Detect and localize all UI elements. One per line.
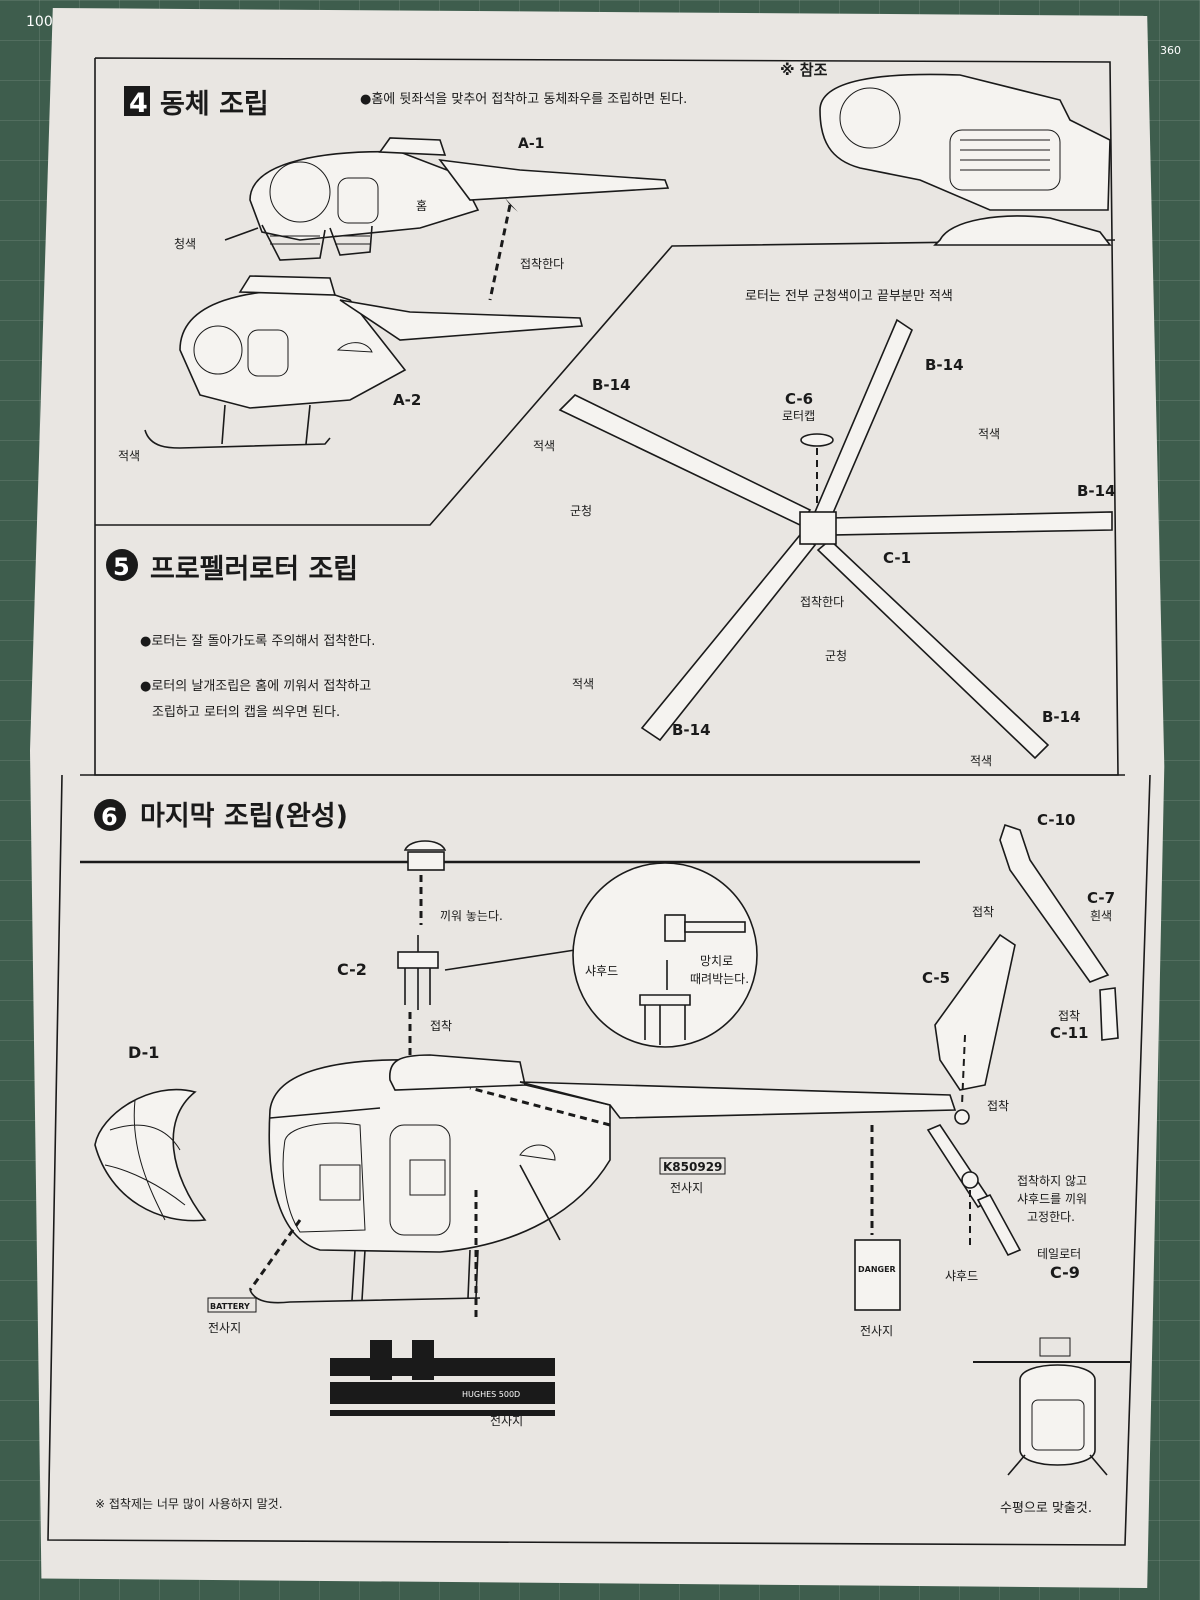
- windshield-d1-drawing: [94, 1088, 207, 1222]
- decal-label-3: 전사지: [490, 1414, 523, 1428]
- part-a2-label: A-2: [393, 391, 421, 409]
- tail-glue-label-3: 접착: [987, 1099, 1009, 1113]
- step5-number-badge: [106, 549, 138, 581]
- battery-decal: [207, 1297, 257, 1313]
- main-rotor-drawing: [80, 840, 920, 1080]
- footer-note: ※ 접착제는 너무 많이 사용하지 말것.: [95, 1497, 283, 1511]
- no-glue-b: 샤후드를 끼워: [1017, 1192, 1087, 1206]
- no-glue-c: 고정한다.: [1027, 1210, 1075, 1224]
- step4-section: 4 동체 조립 ●홈에 뒷좌석을 맞추어 접착하고 동체좌우를 조립하면 된다.…: [118, 86, 687, 463]
- decal-label-4: 전사지: [860, 1324, 893, 1338]
- panel-frame: [47, 57, 1151, 1546]
- blade-b14-top-right: B-14: [925, 356, 964, 374]
- navy-label-2: 군청: [825, 649, 847, 663]
- part-c1-label: C-1: [883, 549, 911, 567]
- insert-label: 끼워 놓는다.: [440, 909, 503, 923]
- part-a1-label: A-1: [518, 136, 544, 152]
- blade-red-label-3: 적색: [572, 677, 594, 691]
- part-c9-label: C-9: [1050, 1263, 1080, 1282]
- glue-arrow: [488, 204, 512, 301]
- part-c11-label: C-11: [1050, 1024, 1088, 1042]
- tail-rotor-label: 테일로터: [1037, 1247, 1081, 1261]
- decal-code: K850929: [663, 1160, 722, 1174]
- blade-b14-bottom-right: B-14: [1042, 708, 1081, 726]
- tail-shaft-label: 샤후드: [945, 1269, 978, 1283]
- tail-glue-label-2: 접착: [1058, 1009, 1080, 1023]
- step4-note: ●홈에 뒷좌석을 맞추어 접착하고 동체좌우를 조립하면 된다.: [360, 92, 687, 107]
- battery-text: BATTERY: [210, 1302, 250, 1311]
- blade-b14-top-left: B-14: [592, 376, 631, 394]
- step4-number: 4: [129, 88, 148, 119]
- step5-note2a: ●로터의 날개조립은 홈에 끼워서 접착하고: [140, 679, 371, 694]
- rotor-drawing: [558, 318, 1113, 760]
- decal-code-box: [659, 1157, 726, 1175]
- groove-label: 홈: [416, 199, 427, 213]
- step6-section: 6 마지막 조립(완성) 끼워 놓는다. C-2 접착 샤후드 망치로 때려박는…: [80, 799, 1130, 1516]
- blade-b14-bottom-left: B-14: [672, 721, 711, 739]
- part-d1-label: D-1: [128, 1043, 159, 1062]
- danger-text: DANGER: [858, 1265, 896, 1274]
- hughes-text: HUGHES 500D: [462, 1390, 520, 1399]
- danger-decal: [854, 1239, 901, 1311]
- rotor-glue-label: 접착한다: [800, 595, 844, 609]
- step6-title: 마지막 조립(완성): [140, 801, 348, 832]
- navy-label-1: 군청: [570, 504, 592, 518]
- part-c7-label: C-7: [1087, 889, 1115, 907]
- reference-label: ※ 참조: [780, 61, 828, 79]
- mat-ruler-left: 100: [26, 14, 53, 30]
- step6-number: 6: [101, 803, 118, 831]
- hughes-stripe-decal: [330, 1340, 555, 1416]
- decal-label-2: 전사지: [208, 1321, 241, 1335]
- hammer-label-b: 때려박는다.: [690, 972, 749, 986]
- step4-title: 동체 조립: [160, 89, 269, 120]
- reference-section: ※ 참조: [780, 61, 1112, 246]
- part-c10-label: C-10: [1037, 811, 1075, 829]
- fuselage-final-drawing: [248, 1054, 957, 1320]
- step5-note1: ●로터는 잘 돌아가도록 주의해서 접착한다.: [140, 634, 375, 649]
- color-red-label: 적색: [118, 449, 140, 463]
- part-c5-label: C-5: [922, 969, 950, 987]
- step5-title: 프로펠러로터 조립: [150, 554, 358, 585]
- tail-glue-label-1: 접착: [972, 905, 994, 919]
- blade-red-label-4: 적색: [970, 754, 992, 768]
- level-note: 수평으로 맞출것.: [1000, 1501, 1092, 1516]
- color-blue-label: 청색: [174, 237, 196, 251]
- fuselage-upper-drawing: [224, 137, 670, 261]
- hammer-shaft-label: 샤후드: [585, 964, 618, 978]
- white-label: 흰색: [1090, 909, 1112, 923]
- rotor-cap-label: 로터캡: [782, 409, 815, 423]
- step6-number-badge: [94, 799, 126, 831]
- part-c2-label: C-2: [337, 960, 367, 979]
- instruction-sheet: [30, 8, 1165, 1588]
- rotor-note: 로터는 전부 군청색이고 끝부분만 적색: [745, 289, 953, 304]
- mat-ruler-right: 360: [1160, 44, 1181, 57]
- step5-number: 5: [113, 553, 130, 581]
- blade-b14-right: B-14: [1077, 482, 1116, 500]
- fuselage-lower-drawing: [144, 275, 584, 449]
- hammer-detail-drawing: [444, 862, 758, 1048]
- glue-label: 접착한다: [520, 257, 564, 271]
- step5-section: 5 프로펠러로터 조립 ●로터는 잘 돌아가도록 주의해서 접착한다. ●로터의…: [106, 289, 1116, 768]
- shaft-glue-label: 접착: [430, 1019, 452, 1033]
- blade-red-label-1: 적색: [533, 439, 555, 453]
- front-view-drawing: [973, 1337, 1130, 1476]
- blade-red-label-2: 적색: [978, 427, 1000, 441]
- step5-note2b: 조립하고 로터의 캡을 씌우면 된다.: [152, 705, 340, 720]
- step4-number-badge: [124, 86, 150, 116]
- no-glue-a: 접착하지 않고: [1017, 1174, 1087, 1188]
- part-c6-label: C-6: [785, 390, 813, 408]
- tail-assembly-drawing: [926, 823, 1119, 1257]
- decal-label-1: 전사지: [670, 1181, 703, 1195]
- hammer-label-a: 망치로: [700, 954, 733, 968]
